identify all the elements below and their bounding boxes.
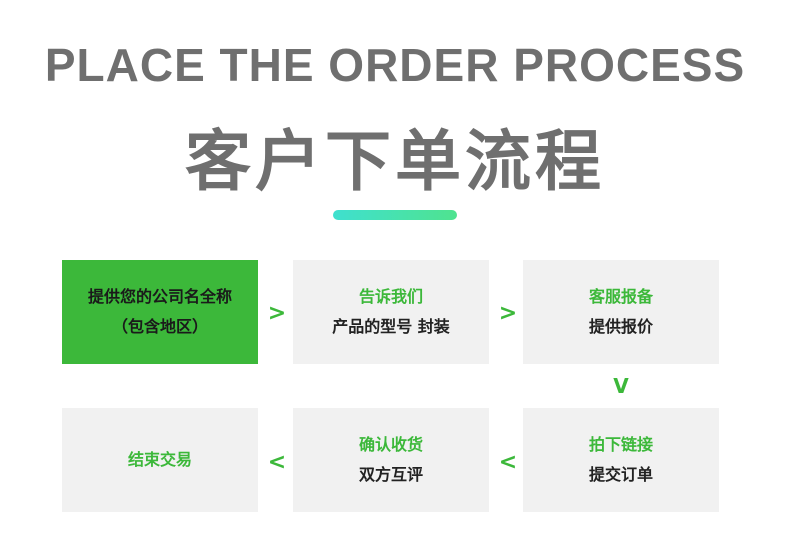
step-tell-us-model: 告诉我们 产品的型号 封装 <box>293 260 489 364</box>
page-title-english: PLACE THE ORDER PROCESS <box>44 39 746 91</box>
step-title: 客服报备 <box>588 287 653 306</box>
arrow-right-2: > <box>498 301 518 326</box>
arrow-left-1: < <box>498 450 518 475</box>
step-subtitle: 产品的型号 封装 <box>332 317 450 336</box>
step-place-order: 拍下链接 提交订单 <box>523 408 719 512</box>
step-title: 确认收货 <box>358 435 423 454</box>
step-confirm-receipt: 确认收货 双方互评 <box>293 408 489 512</box>
step-subtitle: 提供报价 <box>588 317 653 336</box>
step-subtitle: 双方互评 <box>358 465 423 484</box>
step-title: 提供您的公司名全称 <box>87 287 232 306</box>
arrow-down: V <box>613 374 629 398</box>
page-title-chinese: 客户下单流程 <box>185 123 605 200</box>
title-accent-bar <box>333 210 457 220</box>
step-title: 结束交易 <box>127 450 192 469</box>
arrow-left-2: < <box>267 450 287 475</box>
arrow-right-1: > <box>267 301 287 326</box>
step-end-transaction: 结束交易 <box>62 408 258 512</box>
step-title: 告诉我们 <box>358 287 423 306</box>
step-subtitle: （包含地区） <box>111 317 208 336</box>
step-provide-company-name: 提供您的公司名全称 （包含地区） <box>62 260 258 364</box>
step-title: 拍下链接 <box>588 435 653 454</box>
step-service-quote: 客服报备 提供报价 <box>523 260 719 364</box>
step-subtitle: 提交订单 <box>588 465 653 484</box>
